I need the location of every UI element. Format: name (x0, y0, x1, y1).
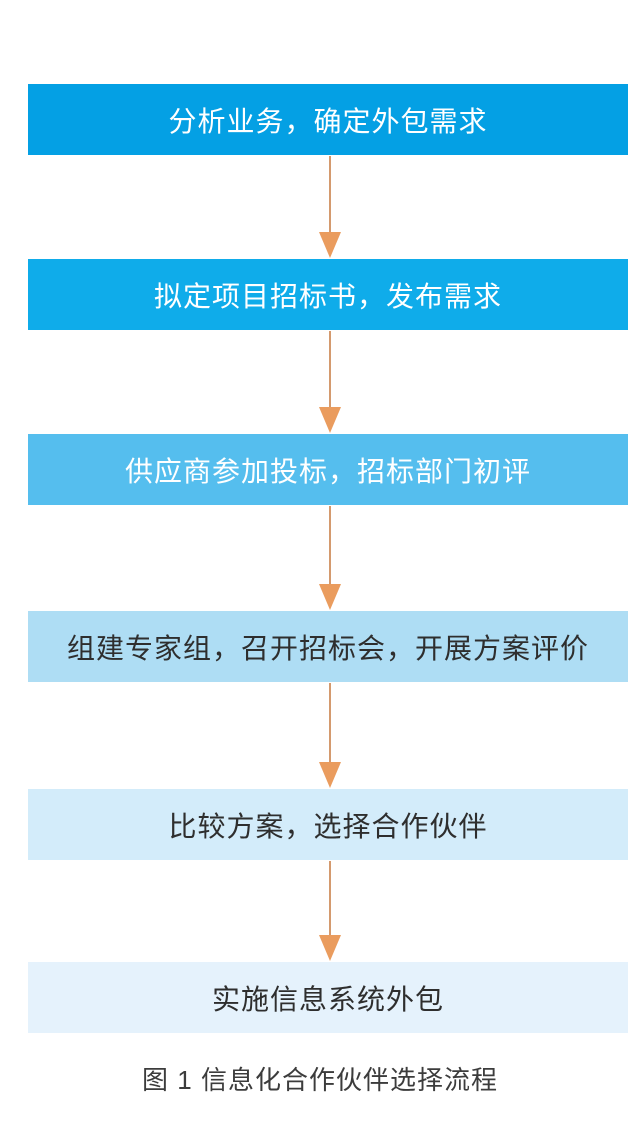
arrow-head (319, 584, 341, 610)
arrow-line (329, 331, 331, 407)
arrow-line (329, 506, 331, 584)
flow-step-expert-evaluation: 组建专家组，召开招标会，开展方案评价 (28, 611, 628, 682)
flow-step-draft-tender: 拟定项目招标书，发布需求 (28, 259, 628, 330)
flow-step-label: 实施信息系统外包 (211, 983, 444, 1015)
down-arrow-icon (308, 331, 352, 433)
flow-step-label: 供应商参加投标，招标部门初评 (124, 455, 531, 487)
flow-step-implement-outsourcing: 实施信息系统外包 (28, 962, 628, 1033)
flow-step-compare-select-partner: 比较方案，选择合作伙伴 (28, 789, 628, 860)
flow-step-label: 分析业务，确定外包需求 (168, 105, 488, 137)
flow-step-analyze-business: 分析业务，确定外包需求 (28, 84, 628, 155)
arrow-head (319, 232, 341, 258)
down-arrow-icon (308, 506, 352, 610)
arrow-head (319, 762, 341, 788)
down-arrow-icon (308, 861, 352, 961)
arrow-line (329, 683, 331, 762)
flow-step-label: 比较方案，选择合作伙伴 (168, 810, 488, 842)
down-arrow-icon (308, 156, 352, 258)
figure-caption: 图 1 信息化合作伙伴选择流程 (142, 1065, 498, 1095)
flow-step-supplier-bidding: 供应商参加投标，招标部门初评 (28, 434, 628, 505)
down-arrow-icon (308, 683, 352, 788)
arrow-line (329, 156, 331, 232)
arrow-head (319, 407, 341, 433)
flow-step-label: 拟定项目招标书，发布需求 (153, 280, 502, 312)
arrow-line (329, 861, 331, 935)
arrow-head (319, 935, 341, 961)
flow-step-label: 组建专家组，召开招标会，开展方案评价 (66, 632, 589, 664)
